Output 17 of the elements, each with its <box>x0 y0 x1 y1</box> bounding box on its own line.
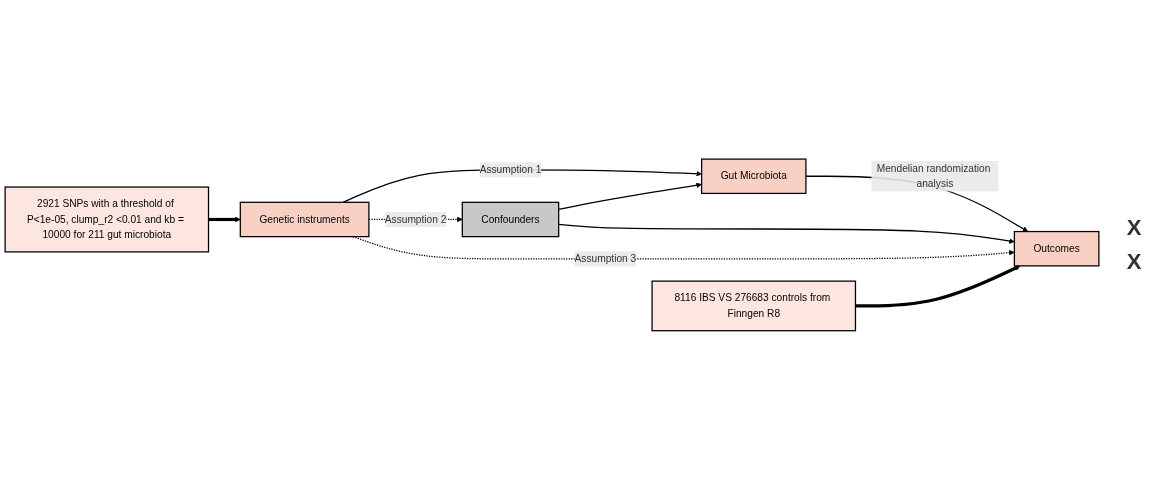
edge-label: Assumption 1 <box>479 163 542 175</box>
node-box: Genetic instruments <box>239 201 370 237</box>
edge-label: Assumption 3 <box>574 252 637 264</box>
arrow <box>352 235 1015 260</box>
edge-label: Mendelian randomization analysis <box>876 162 991 189</box>
cross-mark: X <box>1126 214 1142 241</box>
arrow <box>208 216 241 222</box>
arrow <box>558 223 1015 244</box>
node-box: Gut Microbiota <box>701 158 807 194</box>
cross-mark: X <box>1126 248 1142 275</box>
node-box: Outcomes <box>1013 230 1100 267</box>
node-box: Confounders <box>461 201 560 237</box>
arrow <box>855 265 1021 308</box>
node-box: 2921 SNPs with a threshold of P<1e-05, clump_r2 <0.01 and kb = 10000 for 211 gut microbiota <box>4 186 210 253</box>
edge-label: Assumption 2 <box>384 213 447 225</box>
arrow <box>558 182 702 210</box>
node-box: 8116 IBS VS 276683 controls from Finngen R8 <box>651 280 857 331</box>
